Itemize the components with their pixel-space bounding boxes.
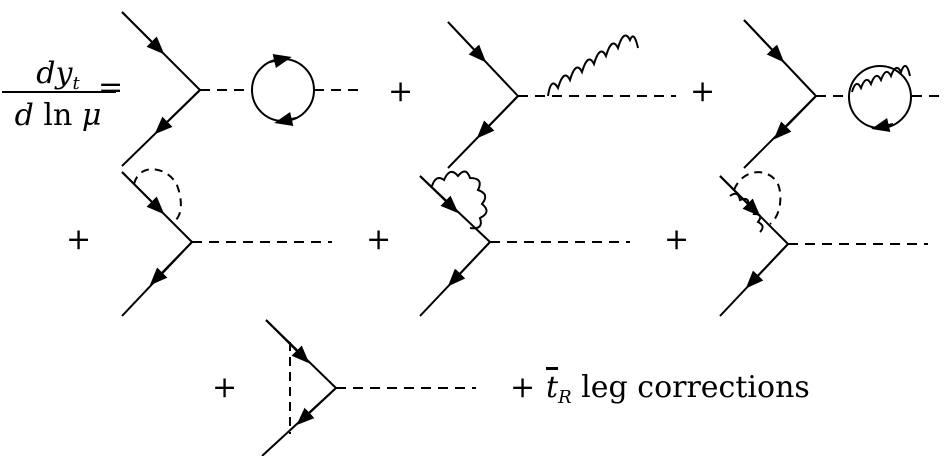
plus-sign: + — [690, 74, 716, 109]
lhs-numerator: dyt — [36, 56, 80, 94]
plus-sign: + — [366, 222, 392, 257]
leg-corrections-label: leg corrections — [581, 370, 810, 405]
diagram-higgs-gauge-loop — [743, 19, 946, 169]
diagram-vertex-triangle — [261, 319, 476, 456]
diagram-leg-mixed — [719, 171, 928, 317]
diagram-higgs-gauge-bubble — [447, 21, 676, 169]
diagram-higgs-fermion-loop — [121, 11, 360, 167]
leg-corrections-text: tR leg corrections — [546, 370, 810, 408]
lhs-denominator: d ln μ — [14, 98, 102, 133]
plus-sign: + — [510, 370, 536, 405]
plus-sign: + — [212, 370, 238, 405]
fraction-bar — [2, 91, 116, 93]
tbar-subscript: R — [558, 387, 572, 408]
tbar-symbol: t — [546, 370, 559, 405]
diagram-leg-scalar — [121, 168, 332, 317]
plus-sign: + — [664, 222, 690, 257]
plus-sign: + — [66, 222, 92, 257]
equals-sign: = — [98, 70, 124, 105]
plus-sign: + — [388, 74, 414, 109]
diagram-leg-gauge — [419, 170, 630, 317]
